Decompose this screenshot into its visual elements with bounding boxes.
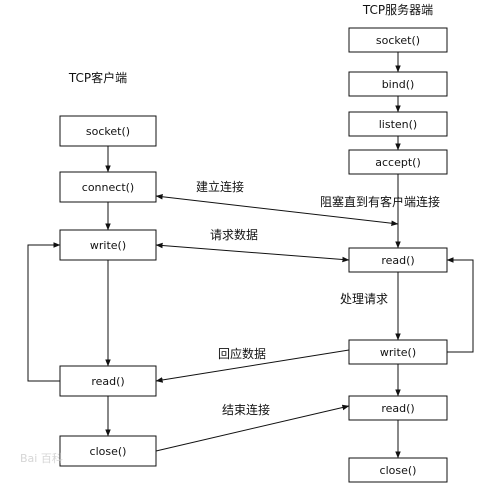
server-listen-label: listen() bbox=[379, 118, 417, 131]
label-block-until-connect: 阻塞直到有客户端连接 bbox=[320, 194, 440, 209]
client-write-box: write() bbox=[59, 229, 157, 261]
client-connect-box: connect() bbox=[59, 171, 157, 203]
server-write-label: write() bbox=[380, 346, 416, 359]
server-socket-label: socket() bbox=[376, 34, 420, 47]
client-read-label: read() bbox=[91, 375, 124, 388]
server-accept-label: accept() bbox=[375, 156, 420, 169]
server-listen-box: listen() bbox=[348, 111, 448, 137]
label-reply-data: 回应数据 bbox=[218, 346, 266, 361]
label-end-connection: 结束连接 bbox=[222, 402, 270, 417]
baidu-watermark: Bai 百科 bbox=[20, 451, 63, 465]
arrow-client-loop bbox=[27, 242, 61, 382]
server-read2-label: read() bbox=[381, 402, 414, 415]
server-bind-box: bind() bbox=[348, 71, 448, 97]
arrow-server-loop bbox=[446, 257, 474, 353]
client-write-label: write() bbox=[90, 239, 126, 252]
arrow-end-connection bbox=[155, 404, 350, 452]
label-request-data: 请求数据 bbox=[210, 227, 258, 242]
server-read2-box: read() bbox=[348, 395, 448, 421]
client-close-box: close() bbox=[59, 435, 157, 467]
server-title: TCP服务器端 bbox=[362, 2, 433, 17]
server-close-box: close() bbox=[348, 457, 448, 483]
client-title: TCP客户端 bbox=[68, 70, 127, 85]
arrow-reply-data bbox=[155, 349, 350, 383]
server-read-label: read() bbox=[381, 254, 414, 267]
arrow-establish-connection bbox=[155, 193, 399, 227]
server-read-box: read() bbox=[348, 247, 448, 273]
server-socket-box: socket() bbox=[348, 27, 448, 53]
server-accept-box: accept() bbox=[348, 149, 448, 175]
server-close-label: close() bbox=[380, 464, 417, 477]
client-connect-label: connect() bbox=[82, 181, 134, 194]
client-close-label: close() bbox=[90, 445, 127, 458]
client-socket-label: socket() bbox=[86, 125, 130, 138]
client-socket-box: socket() bbox=[59, 115, 157, 147]
server-write-box: write() bbox=[348, 339, 448, 365]
label-process-request: 处理请求 bbox=[340, 292, 388, 306]
server-bind-label: bind() bbox=[382, 78, 415, 91]
label-establish-connection: 建立连接 bbox=[196, 179, 244, 194]
client-read-box: read() bbox=[59, 365, 157, 397]
arrow-request-data bbox=[155, 242, 350, 263]
